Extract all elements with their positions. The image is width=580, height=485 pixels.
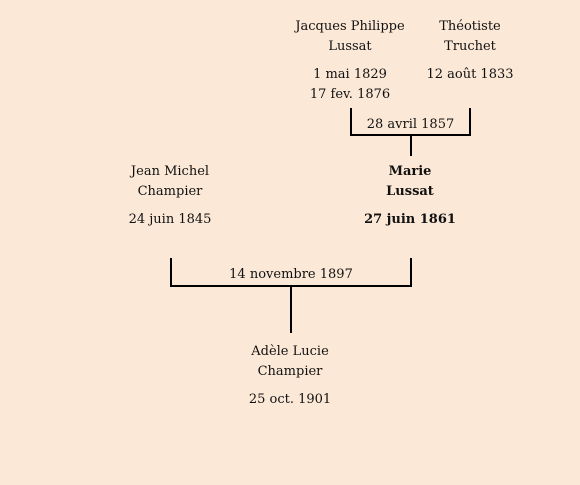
birth-date: 1 mai 1829: [313, 67, 387, 82]
connector-line: [290, 287, 292, 333]
person-marie-lussat[interactable]: Marie Lussat 27 juin 1861: [355, 162, 465, 230]
connector-line: [170, 258, 172, 287]
birth-date: 24 juin 1845: [128, 212, 212, 227]
connector-line: [469, 108, 471, 136]
person-name-first: Jean Michel: [130, 164, 210, 179]
death-date: 17 fev. 1876: [309, 87, 391, 102]
person-name-first: Théotiste: [439, 19, 501, 34]
birth-date: 25 oct. 1901: [248, 392, 332, 407]
person-name-last: Champier: [137, 184, 203, 199]
connector-line: [170, 285, 412, 287]
person-name-last: Lussat: [328, 39, 372, 54]
person-name-last: Truchet: [444, 39, 496, 54]
person-jean-michel-champier[interactable]: Jean Michel Champier 24 juin 1845: [115, 162, 225, 230]
connector-line: [410, 258, 412, 287]
marriage-date: 28 avril 1857: [366, 117, 455, 132]
birth-date: 27 juin 1861: [364, 212, 456, 227]
person-name-last: Champier: [257, 364, 323, 379]
person-name-last: Lussat: [386, 184, 434, 199]
person-theotiste-truchet[interactable]: Théotiste Truchet 12 août 1833: [420, 17, 520, 85]
birth-date: 12 août 1833: [426, 67, 514, 82]
person-adele-lucie-champier[interactable]: Adèle Lucie Champier 25 oct. 1901: [235, 342, 345, 410]
person-name-first: Adèle Lucie: [251, 344, 329, 359]
marriage-date: 14 novembre 1897: [229, 267, 353, 282]
person-name-first: Marie: [388, 164, 432, 179]
connector-line: [410, 136, 412, 156]
person-jacques-philippe-lussat[interactable]: Jacques Philippe Lussat 1 mai 1829 17 fe…: [290, 17, 410, 105]
person-name-first: Jacques Philippe: [295, 19, 405, 34]
connector-line: [350, 108, 352, 136]
connector-line: [350, 134, 471, 136]
